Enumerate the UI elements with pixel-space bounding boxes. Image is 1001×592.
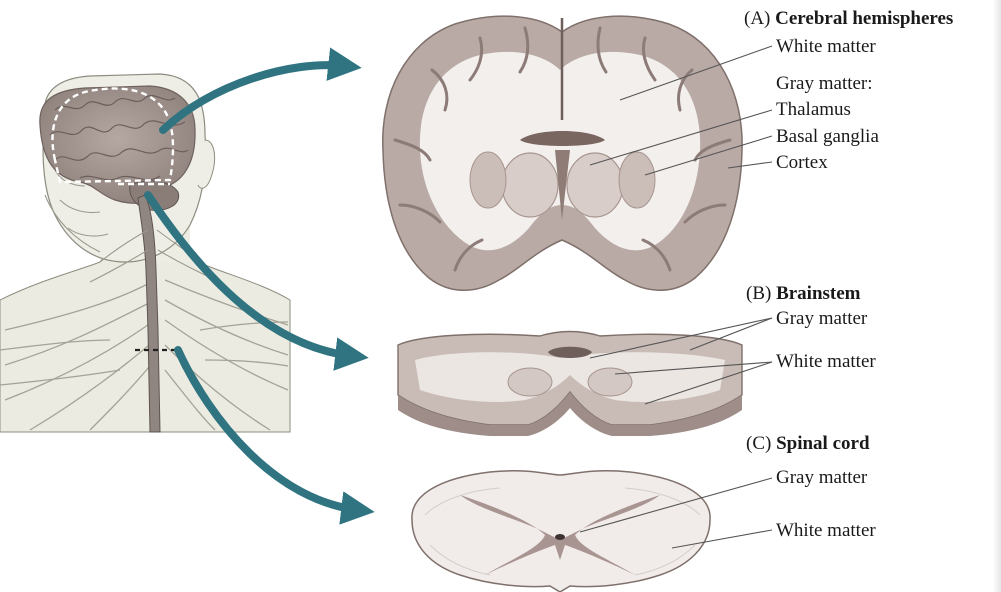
section-a-heading: (A) Cerebral hemispheres — [744, 8, 953, 30]
spinal-cord-section-illustration — [412, 471, 710, 592]
label-a-thalamus: Thalamus — [776, 99, 851, 121]
brainstem-section-illustration — [398, 332, 742, 437]
cerebral-section-illustration — [383, 16, 742, 290]
label-c-gray-matter: Gray matter — [776, 467, 867, 489]
label-b-gray-matter: Gray matter — [776, 308, 867, 330]
label-b-white-matter: White matter — [776, 351, 876, 373]
section-a-title: Cerebral hemispheres — [775, 8, 953, 29]
label-c-white-matter: White matter — [776, 520, 876, 542]
label-a-white-matter: White matter — [776, 36, 876, 58]
section-a-prefix: (A) — [744, 8, 770, 29]
section-b-heading: (B) Brainstem — [746, 283, 861, 305]
section-c-prefix: (C) — [746, 433, 771, 454]
section-c-heading: (C) Spinal cord — [746, 433, 870, 455]
label-a-cortex: Cortex — [776, 152, 828, 174]
label-a-gray-matter: Gray matter: — [776, 73, 873, 95]
section-c-title: Spinal cord — [776, 433, 869, 454]
section-b-prefix: (B) — [746, 283, 771, 304]
section-b-title: Brainstem — [776, 283, 860, 304]
right-edge-shadow — [993, 0, 1001, 592]
human-figure-illustration — [0, 74, 290, 432]
label-a-basal-ganglia: Basal ganglia — [776, 126, 879, 148]
